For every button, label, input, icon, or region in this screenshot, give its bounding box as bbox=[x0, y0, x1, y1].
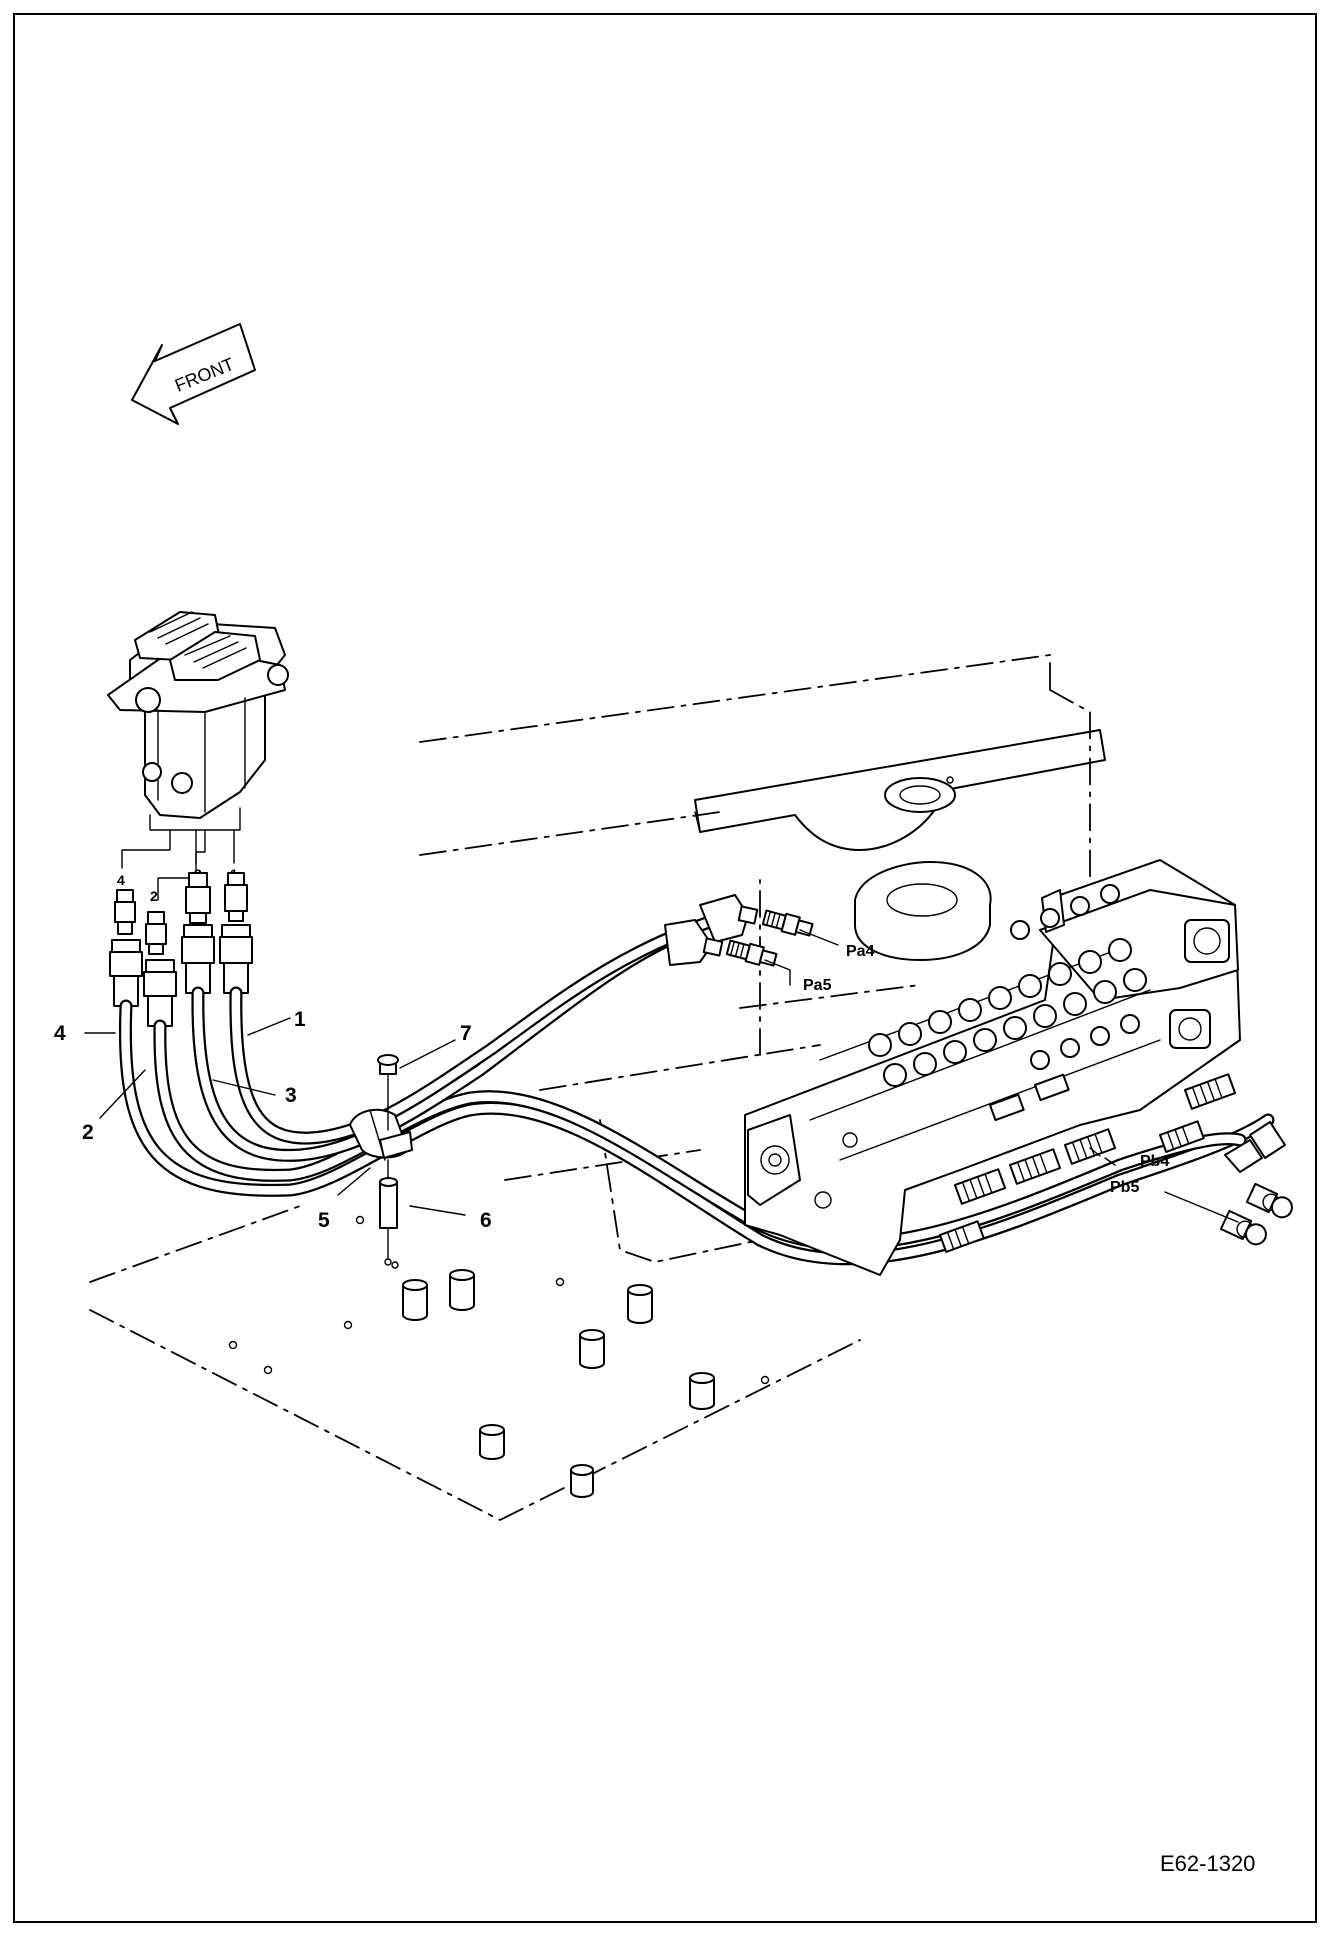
port-number-4: 4 bbox=[117, 872, 125, 888]
drawing-frame bbox=[13, 13, 1317, 1923]
callout-1: 1 bbox=[294, 1008, 306, 1031]
figure-code: E62-1320 bbox=[1160, 1851, 1255, 1876]
adapter-fittings bbox=[114, 872, 248, 955]
clamp-bolt bbox=[377, 1054, 399, 1131]
port-leaders bbox=[121, 829, 235, 901]
pb-port-fittings bbox=[1089, 1121, 1293, 1246]
clamp-spacer bbox=[379, 1159, 398, 1266]
pa-elbow-fittings bbox=[664, 894, 759, 966]
pa-port-adapters bbox=[725, 909, 839, 986]
hose-end-fittings bbox=[109, 924, 253, 1027]
callout-6: 6 bbox=[480, 1209, 492, 1232]
callout-5: 5 bbox=[318, 1209, 330, 1232]
port-number-2: 2 bbox=[150, 888, 158, 904]
chassis-outline bbox=[89, 653, 1091, 1522]
port-label-pa4: Pa4 bbox=[846, 943, 875, 960]
main-control-valve bbox=[744, 859, 1241, 1276]
callout-4: 4 bbox=[54, 1022, 66, 1045]
valve-solenoids bbox=[939, 1073, 1237, 1253]
port-label-pb5: Pb5 bbox=[1110, 1179, 1139, 1196]
front-arrow: FRONT bbox=[131, 323, 256, 425]
port-label-pa5: Pa5 bbox=[803, 977, 832, 994]
valve-port-grid bbox=[868, 884, 1147, 1087]
port-label-pb4: Pb4 bbox=[1140, 1153, 1169, 1170]
callout-3: 3 bbox=[285, 1084, 297, 1107]
pilot-control-valve bbox=[107, 611, 289, 831]
floor-bosses bbox=[228, 1215, 770, 1498]
callout-2: 2 bbox=[82, 1121, 94, 1144]
frame-plate bbox=[694, 729, 1106, 961]
callout-7: 7 bbox=[460, 1022, 472, 1045]
hose-clamp bbox=[349, 1108, 413, 1161]
front-arrow-label: FRONT bbox=[172, 354, 237, 396]
callout-leaders bbox=[84, 1017, 466, 1216]
